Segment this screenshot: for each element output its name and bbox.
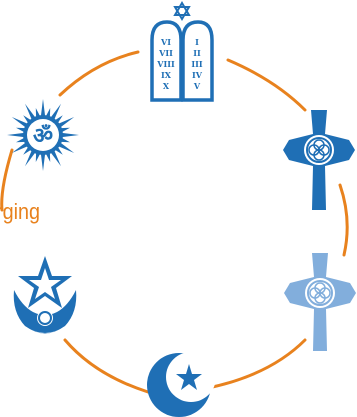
numeral: VII <box>158 48 173 58</box>
light-cross-icon <box>284 253 356 351</box>
ring-arc-light-cross-to-crescent <box>206 338 307 390</box>
sun-ray <box>11 117 28 128</box>
sun-ray <box>16 137 26 143</box>
sun-ray <box>25 150 36 167</box>
tablet-left-numerals: VI VII VIII IX X <box>156 37 175 91</box>
sun-ray <box>61 132 79 138</box>
lotus-petals <box>13 290 77 333</box>
numeral: V <box>193 81 201 91</box>
numeral: IX <box>161 70 172 80</box>
partial-label-text: rging <box>0 199 41 224</box>
sun-ray <box>16 127 26 133</box>
ring-arc-om-to-tablets <box>58 50 140 97</box>
ring-arc-crescent-to-lotus <box>63 338 150 394</box>
numeral: I <box>195 37 199 47</box>
numeral: IV <box>192 70 203 80</box>
sun-ray <box>40 153 46 171</box>
sun-ray <box>40 99 46 117</box>
crescent-star-icon <box>147 352 216 417</box>
sun-ray <box>58 117 75 128</box>
sun-ray <box>7 132 25 138</box>
sun-ray <box>25 103 36 120</box>
ring-arc-tablets-to-cross <box>226 58 307 112</box>
numeral: III <box>191 59 202 69</box>
lotus-star-icon <box>13 256 77 334</box>
numeral: VI <box>160 37 171 47</box>
ring-arc-lotus-to-om <box>0 148 14 212</box>
sun-ray <box>50 150 61 167</box>
sun-ray <box>60 127 70 133</box>
sun-ray <box>35 108 41 118</box>
rosette-icon <box>308 139 330 161</box>
cross-icon <box>283 110 355 210</box>
numeral: II <box>193 48 201 58</box>
om-icon: ॐ <box>33 124 53 149</box>
sun-ray <box>35 152 41 162</box>
rosette-icon <box>309 282 331 304</box>
ring-arc-cross-to-light-cross <box>338 183 349 257</box>
sun-ray <box>50 103 61 120</box>
sun-ray <box>11 142 28 153</box>
tablets-icon: VI VII VIII IX X I II III IV V <box>150 1 214 102</box>
tablet-left <box>150 20 183 102</box>
numeral: X <box>163 81 170 91</box>
tablet-right-numerals: I II III IV V <box>191 37 202 91</box>
star-of-david-icon <box>173 1 191 16</box>
star-icon <box>176 364 202 390</box>
sun-ray <box>45 152 51 162</box>
numeral: VIII <box>156 59 175 69</box>
sun-ray <box>45 108 51 118</box>
sun-ray <box>58 142 75 153</box>
om-sun-icon: ॐ <box>7 99 79 171</box>
ring-connectors <box>0 50 349 394</box>
tablet-right <box>181 20 214 102</box>
sun-ray <box>60 137 70 143</box>
